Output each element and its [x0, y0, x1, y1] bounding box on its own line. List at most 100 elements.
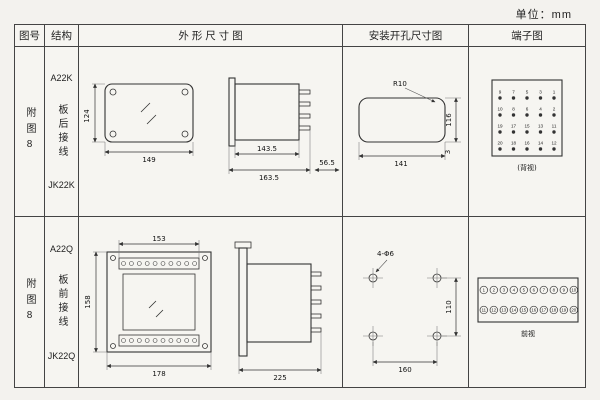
mounting-drawing-jk22q: 4-Φ6 110 160: [363, 250, 461, 374]
dim-case-height: 124: [83, 108, 91, 122]
svg-text:18: 18: [551, 308, 556, 313]
svg-text:13: 13: [538, 123, 544, 128]
svg-text:4: 4: [539, 106, 542, 111]
mounting-drawing-jk22k: R10 116 141 3: [358, 80, 461, 168]
hole-dimensions: 4-Φ6 110 160: [372, 250, 461, 374]
svg-text:12: 12: [491, 308, 496, 313]
dim-corner-radius: R10: [393, 80, 407, 88]
header-fig-no: 图号: [15, 25, 45, 47]
dim-hole-spacing-v: 110: [445, 300, 453, 313]
header-outline: 外 形 尺 寸 图: [79, 25, 343, 47]
dim-cutout-height: 116: [445, 112, 453, 126]
dim-edge-gap: 3: [444, 149, 452, 153]
terminal-screws-top: [121, 261, 197, 266]
svg-text:14: 14: [538, 140, 544, 145]
dim-total-depth: 225: [273, 374, 286, 382]
wiring-type: 板前接线: [56, 274, 67, 330]
relay-code: JK22Q: [47, 350, 76, 361]
svg-text:12: 12: [551, 140, 557, 145]
svg-text:20: 20: [497, 140, 503, 145]
svg-text:15: 15: [521, 308, 526, 313]
svg-text:3: 3: [539, 89, 542, 94]
dim-terminal-depth: 56.5: [319, 159, 335, 167]
side-view: [234, 241, 322, 357]
spec-table: 图号 结构 外 形 尺 寸 图 安装开孔尺寸图 端子图 附图8 A22K 板后接…: [14, 24, 586, 388]
svg-text:16: 16: [531, 308, 536, 313]
wiring-type: 板后接线: [56, 103, 67, 160]
svg-text:2: 2: [493, 288, 496, 293]
svg-text:4: 4: [513, 288, 516, 293]
fig-no-cell-row1: 附图8: [15, 47, 45, 217]
dim-total-depth: 163.5: [259, 174, 279, 182]
svg-text:17: 17: [541, 308, 546, 313]
svg-text:7: 7: [543, 288, 546, 293]
terminal-screws-bottom: [121, 338, 197, 343]
side-view-dimensions: 143.5 163.5 56.5: [228, 129, 340, 182]
svg-text:1: 1: [553, 89, 556, 94]
svg-text:7: 7: [512, 89, 515, 94]
front-view: [106, 251, 212, 353]
outline-drawing-jk22k: 124 149 143.5 163.5 56.5: [83, 76, 340, 182]
front-view-dimensions: 124 149: [83, 83, 194, 164]
svg-text:11: 11: [552, 123, 557, 128]
fig-no-cell-row2: 附图8: [15, 217, 45, 387]
svg-text:1: 1: [483, 288, 486, 293]
side-view: [228, 76, 311, 147]
svg-text:9: 9: [563, 288, 566, 293]
model-code: A22K: [50, 73, 73, 84]
terminal-block-outline: [477, 277, 579, 323]
svg-text:8: 8: [512, 106, 515, 111]
dim-case-width: 178: [152, 370, 165, 378]
dim-hole-spacing-h: 160: [398, 366, 411, 374]
svg-text:10: 10: [571, 288, 576, 293]
view-label: (背视): [517, 163, 537, 172]
dim-cutout-width: 141: [394, 160, 407, 168]
svg-text:11: 11: [482, 308, 487, 313]
svg-text:14: 14: [511, 308, 516, 313]
dim-case-height: 158: [84, 295, 92, 308]
dim-inner-width: 153: [152, 235, 165, 243]
outline-cell-row2: 153 158 178 225: [79, 217, 343, 387]
svg-text:17: 17: [511, 123, 517, 128]
svg-text:9: 9: [499, 89, 502, 94]
structure-cell-row1: A22K 板后接线 JK22K: [45, 47, 79, 217]
svg-text:18: 18: [511, 140, 517, 145]
header-mounting: 安装开孔尺寸图: [343, 25, 469, 47]
fig-no: 附图8: [24, 107, 35, 156]
svg-text:6: 6: [526, 106, 529, 111]
mounting-holes: [363, 259, 447, 346]
dim-case-depth: 143.5: [257, 145, 277, 153]
side-view-dimensions: 225: [238, 332, 322, 382]
mounting-cell-row2: 4-Φ6 110 160: [343, 217, 469, 387]
svg-text:10: 10: [497, 106, 503, 111]
outline-cell-row1: 124 149 143.5 163.5 56.5: [79, 47, 343, 217]
svg-text:5: 5: [523, 288, 526, 293]
svg-text:6: 6: [533, 288, 536, 293]
terminal-block-outline: [491, 78, 563, 157]
front-view-dimensions: 153 158 178: [84, 235, 212, 378]
cutout-dimensions: R10 116 141 3: [358, 80, 461, 168]
svg-text:19: 19: [497, 123, 503, 128]
svg-text:3: 3: [503, 288, 506, 293]
svg-text:13: 13: [501, 308, 506, 313]
outline-drawing-jk22q: 153 158 178 225: [84, 235, 322, 382]
header-terminal: 端子图: [469, 25, 585, 47]
relay-code: JK22K: [48, 179, 75, 190]
svg-text:15: 15: [524, 123, 530, 128]
fig-no: 附图8: [24, 277, 35, 327]
header-structure: 结构: [45, 25, 79, 47]
structure-cell-row2: A22Q 板前接线 JK22Q: [45, 217, 79, 387]
svg-text:19: 19: [561, 308, 566, 313]
unit-label: 单位：mm: [515, 9, 572, 21]
svg-text:5: 5: [526, 89, 529, 94]
view-label: 前视: [521, 329, 535, 338]
cutout-outline: [358, 87, 446, 143]
svg-text:16: 16: [524, 140, 530, 145]
